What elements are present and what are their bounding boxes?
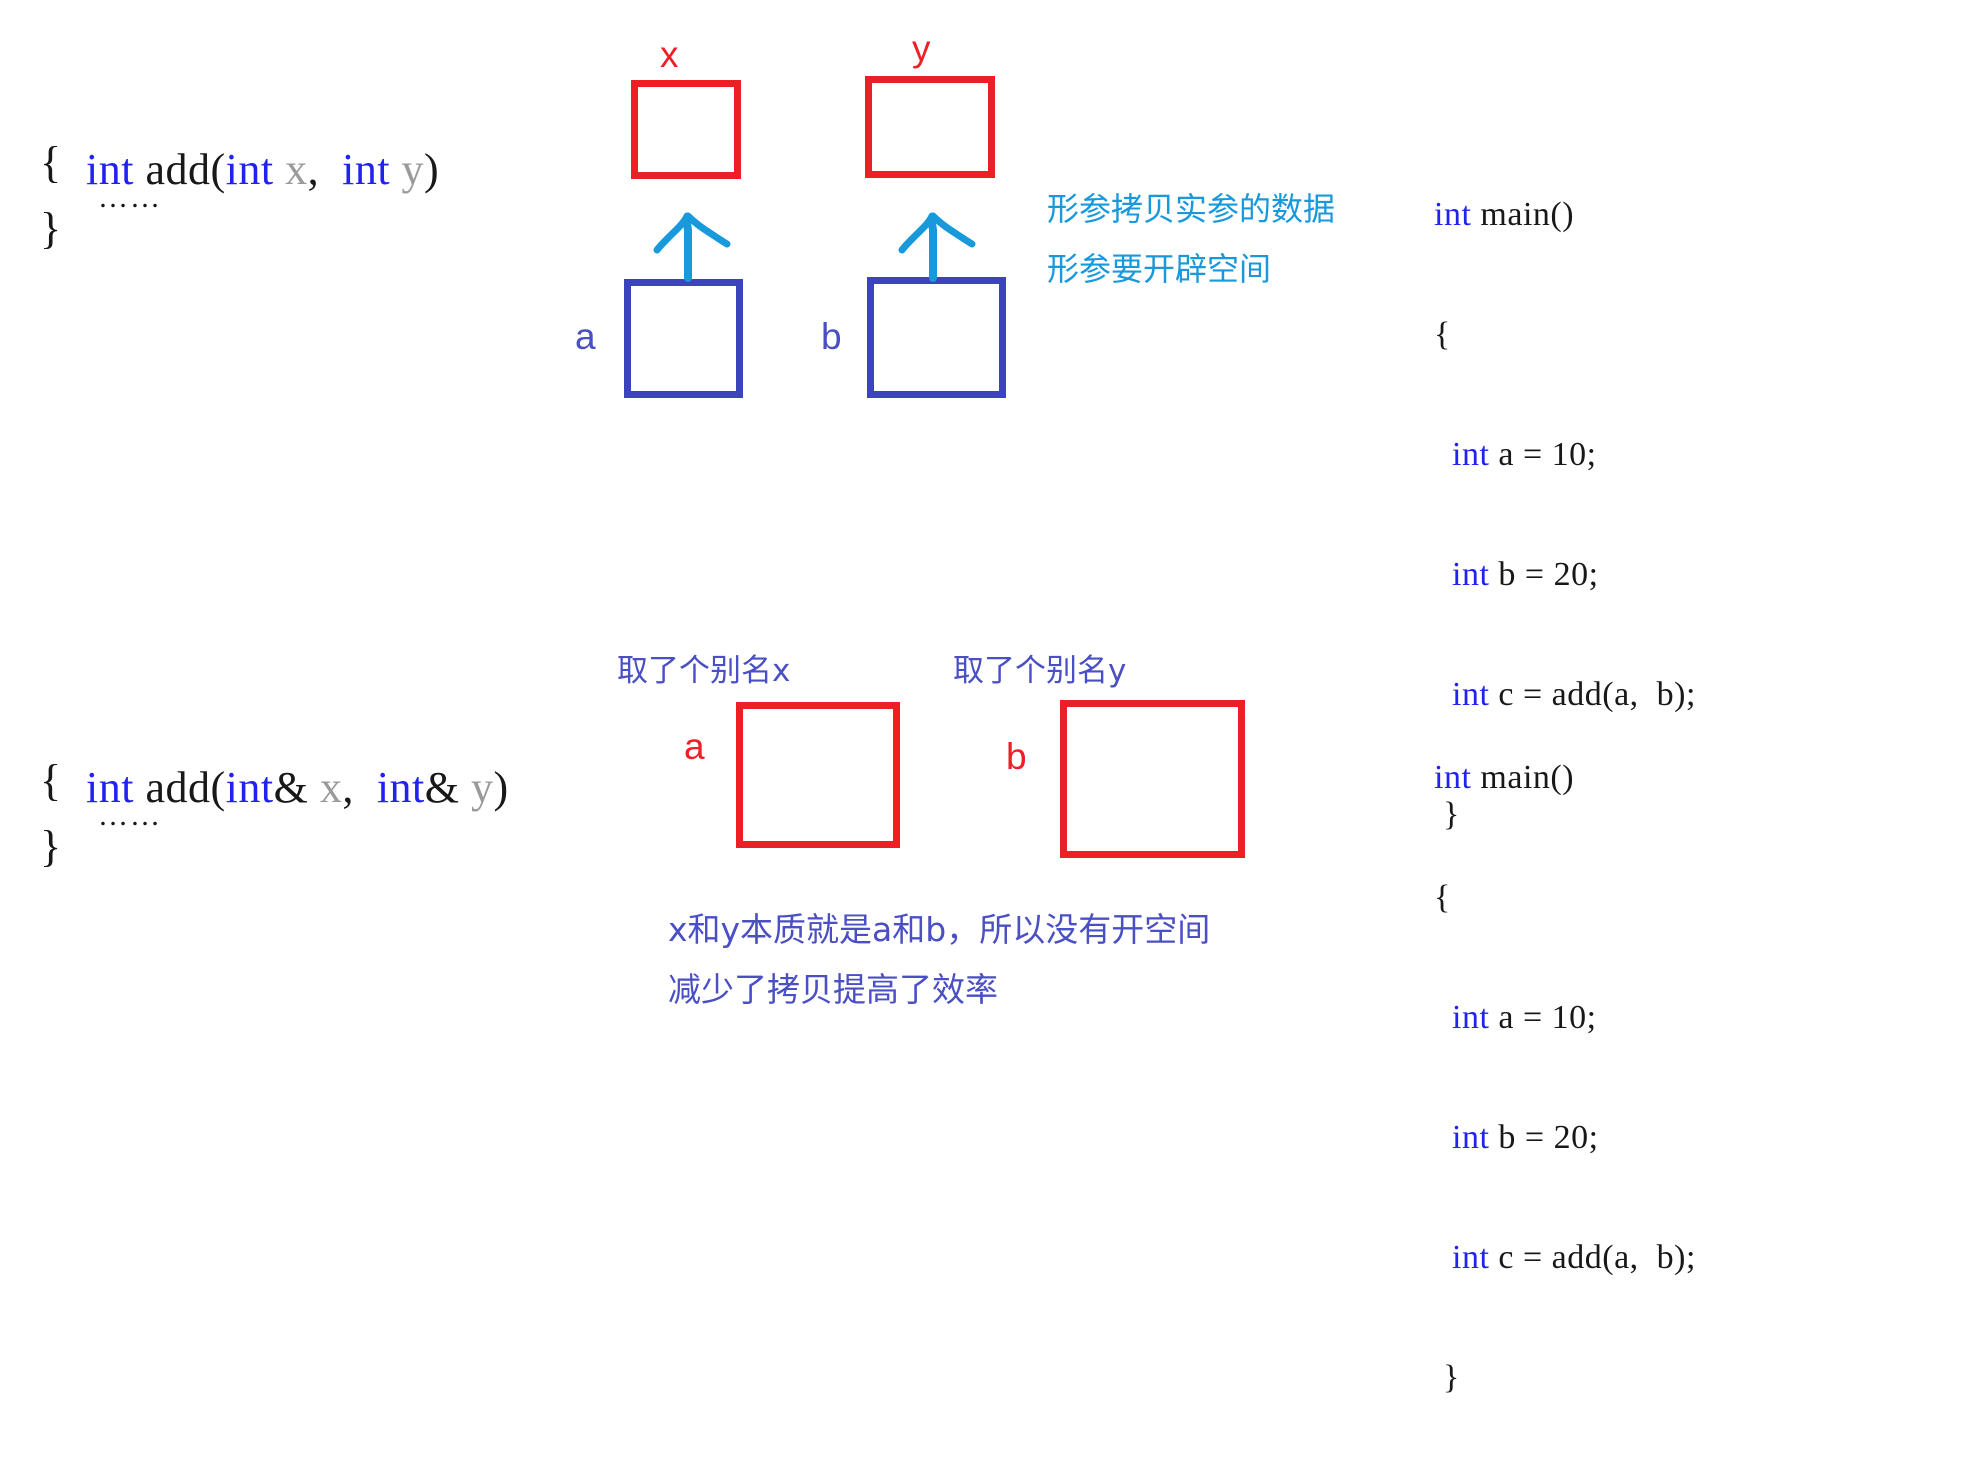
copy-arrow-x xyxy=(653,212,731,282)
top-main-line-b: int b = 20; xyxy=(1434,555,1696,595)
bottom-main-close-brace: } xyxy=(1434,1359,1460,1396)
top-add-open-brace: { xyxy=(40,138,62,187)
label-y: y xyxy=(912,28,931,69)
keyword-int-c-2: int xyxy=(1434,1239,1490,1276)
bottom-main-line-1: int main() xyxy=(1434,758,1696,798)
top-main-open-brace: { xyxy=(1434,316,1451,353)
function-name-add-ref: add( xyxy=(133,763,226,812)
bottom-add-open-brace: { xyxy=(40,756,62,805)
param-separator: , xyxy=(307,145,343,194)
decl-a-2: a = 10; xyxy=(1489,999,1597,1036)
main-signature-rest: main() xyxy=(1471,196,1575,233)
param-separator-ref: , xyxy=(342,763,377,812)
bottom-add-body-ellipsis: …… xyxy=(98,799,162,832)
label-b-top: b xyxy=(821,316,842,357)
box-param-x xyxy=(631,80,741,179)
keyword-int-b-2: int xyxy=(1434,1119,1490,1156)
bottom-add-close-brace: } xyxy=(40,822,62,871)
decl-a: a = 10; xyxy=(1489,436,1597,473)
keyword-int-ref-param2: int xyxy=(376,763,425,812)
top-main-line-a: int a = 10; xyxy=(1434,435,1696,475)
top-main-line-c: int c = add(a, b); xyxy=(1434,675,1696,715)
decl-b-2: b = 20; xyxy=(1489,1119,1599,1156)
box-arg-a-top xyxy=(624,279,743,398)
diagram-canvas: int add(int x, int y) { …… } x y a b 形参拷… xyxy=(40,28,1696,1396)
top-main-line-1: int main() xyxy=(1434,195,1696,235)
param-ref-y: y xyxy=(459,763,494,812)
main-signature-rest-2: main() xyxy=(1471,759,1575,796)
top-main-code: int main() { int a = 10; int b = 20; int… xyxy=(1434,115,1696,915)
note-alias-x: 取了个别名x xyxy=(617,653,791,689)
top-add-close-brace: } xyxy=(40,204,62,253)
label-b-bottom: b xyxy=(1006,736,1027,777)
keyword-int-c: int xyxy=(1434,676,1490,713)
decl-c-call-add-2: c = add(a, b); xyxy=(1489,1239,1696,1276)
box-arg-b-top xyxy=(867,277,1006,398)
keyword-int-ref: int xyxy=(86,763,134,812)
label-a-bottom: a xyxy=(684,726,705,767)
bottom-add-function-signature: int add(int& x, int& y) xyxy=(40,710,509,866)
bottom-main-code: int main() { int a = 10; int b = 20; int… xyxy=(1434,678,1696,1478)
top-add-function-signature: int add(int x, int y) xyxy=(40,92,439,248)
note-copy-data: 形参拷贝实参的数据 xyxy=(1047,190,1336,228)
keyword-int-param2: int xyxy=(342,145,391,194)
top-main-close-brace: } xyxy=(1434,796,1460,833)
param-x: x xyxy=(273,145,308,194)
ampersand-x: & xyxy=(273,763,309,812)
bottom-main-line-c: int c = add(a, b); xyxy=(1434,1238,1696,1278)
param-ref-x: x xyxy=(308,763,343,812)
keyword-int-a-2: int xyxy=(1434,999,1490,1036)
keyword-int-param1: int xyxy=(225,145,274,194)
keyword-int-main-2: int xyxy=(1434,759,1472,796)
ampersand-y: & xyxy=(424,763,460,812)
param-y: y xyxy=(390,145,425,194)
paren-close: ) xyxy=(424,145,440,194)
keyword-int-main: int xyxy=(1434,196,1472,233)
keyword-int: int xyxy=(86,145,134,194)
copy-arrow-y xyxy=(898,212,976,282)
note-no-new-space: x和y本质就是a和b，所以没有开空间 xyxy=(668,910,1211,949)
top-add-body-ellipsis: …… xyxy=(98,181,162,214)
box-arg-a-bottom xyxy=(736,702,900,848)
box-arg-b-bottom xyxy=(1060,700,1245,858)
bottom-main-line-b: int b = 20; xyxy=(1434,1118,1696,1158)
decl-b: b = 20; xyxy=(1489,556,1599,593)
paren-close-ref: ) xyxy=(493,763,509,812)
note-allocate-space: 形参要开辟空间 xyxy=(1047,250,1272,288)
bottom-main-line-a: int a = 10; xyxy=(1434,998,1696,1038)
function-name-add: add( xyxy=(133,145,226,194)
decl-c-call-add: c = add(a, b); xyxy=(1489,676,1696,713)
keyword-int-b: int xyxy=(1434,556,1490,593)
box-param-y xyxy=(865,76,995,178)
label-a-top: a xyxy=(575,316,596,357)
bottom-main-open-brace: { xyxy=(1434,879,1451,916)
note-fewer-copies: 减少了拷贝提高了效率 xyxy=(668,970,998,1009)
label-x: x xyxy=(660,34,679,75)
keyword-int-ref-param1: int xyxy=(225,763,274,812)
note-alias-y: 取了个别名y xyxy=(953,653,1127,689)
keyword-int-a: int xyxy=(1434,436,1490,473)
